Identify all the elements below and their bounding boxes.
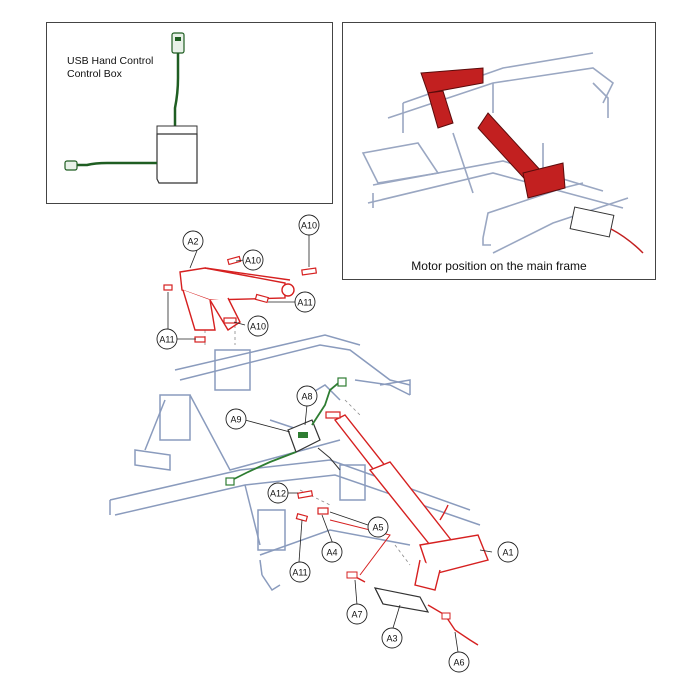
pins-lower [295,490,329,522]
inset-motor-position: Motor position on the main frame [342,22,656,280]
inset-hand-control: USB Hand Control Control Box [46,22,333,204]
control-box [225,377,347,486]
connector-plug-icon [64,160,78,171]
callout-a3: A3 [386,634,397,644]
callout-a7: A7 [351,610,362,620]
callout-a12: A12 [270,489,286,499]
motor-position-caption: Motor position on the main frame [411,259,587,273]
callout-a1: A1 [502,548,513,558]
motor-parts-small [420,67,566,199]
motor-frame-illustration [361,52,644,254]
control-box-label: Control Box [67,68,122,80]
callout-a2: A2 [187,237,198,247]
callout-a11-right: A11 [297,298,312,308]
power-supply-small [569,206,615,238]
callout-a10-mid: A10 [245,256,261,266]
pins-upper [163,255,318,343]
callout-a4: A4 [326,548,337,558]
callout-a8: A8 [301,392,312,402]
callout-a9: A9 [230,415,241,425]
callout-a10-top: A10 [301,221,317,231]
callout-a6: A6 [453,658,464,668]
callout-a10-low: A10 [250,322,266,332]
usb-hand-control-label: USB Hand Control [67,55,154,67]
hand-control-illustration [64,32,198,184]
usb-cable [173,53,180,126]
callout-a11-left: A11 [159,335,174,345]
main-actuator [333,414,489,591]
power-supply [373,587,479,646]
hand-control-cable [75,161,157,167]
upper-actuator [179,267,295,331]
main-frame-small [361,52,629,254]
leader-lines [167,233,493,653]
callout-circles [156,214,519,673]
control-box-icon [156,133,198,184]
callout-a11-bottom: A11 [292,568,307,578]
callout-a5: A5 [372,523,383,533]
